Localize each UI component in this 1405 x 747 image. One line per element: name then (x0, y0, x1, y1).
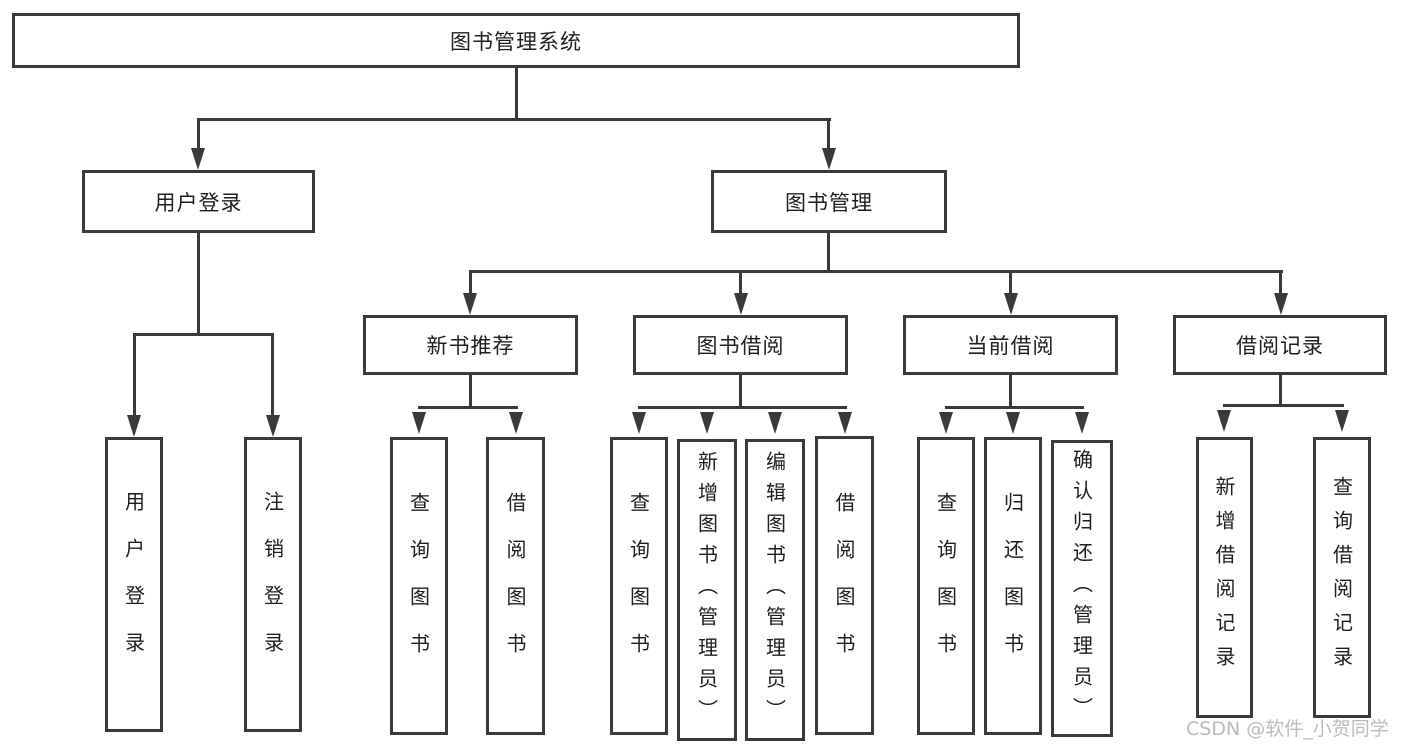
arrowhead-leaf-borrow-books-1 (509, 412, 523, 434)
connector-drop-leaf-logout (271, 333, 274, 416)
connector-root-stem (515, 68, 518, 120)
connector-book-borrowing-split (638, 406, 847, 409)
arrowhead-leaf-return-books (1006, 412, 1020, 434)
node-current-borrowing: 当前借阅 (903, 315, 1118, 375)
leaf-borrow-books-2: 借阅图书 (815, 436, 874, 735)
arrowhead-leaf-confirm-return (1075, 412, 1089, 434)
leaf-add-borrow-record: 新增借阅记录 (1196, 437, 1253, 718)
connector-drop-book-borrowing (739, 270, 742, 295)
leaf-borrow-books-1-label: 借阅图书 (503, 492, 527, 680)
connector-new-book-stem (469, 375, 472, 408)
connector-borrowing-records-split (1223, 404, 1344, 407)
connector-drop-new-book-recommend (469, 270, 472, 295)
connector-drop-leaf-user-login (133, 333, 136, 416)
connector-root-split (197, 118, 831, 121)
leaf-return-books-label: 归还图书 (1000, 492, 1025, 680)
leaf-confirm-return-admin-label: 确认归还（管理员） (1069, 449, 1094, 728)
leaf-query-borrow-record: 查询借阅记录 (1313, 437, 1371, 718)
leaf-add-books-admin-label: 新增图书（管理员） (694, 450, 719, 730)
node-book-management: 图书管理 (711, 170, 947, 233)
leaf-confirm-return-admin: 确认归还（管理员） (1051, 440, 1113, 737)
leaf-query-books-3: 查询图书 (917, 437, 975, 735)
arrowhead-leaf-query-books-1 (412, 412, 426, 434)
arrowhead-leaf-query-books-2 (632, 412, 646, 434)
arrowhead-leaf-query-borrow-record (1335, 410, 1349, 432)
leaf-add-borrow-record-label: 新增借阅记录 (1212, 475, 1236, 680)
arrowhead-user-login (191, 148, 205, 170)
arrowhead-borrowing-records (1274, 293, 1288, 315)
connector-user-login-stem (197, 233, 200, 335)
node-borrowing-records-label: 借阅记录 (1236, 334, 1324, 358)
arrowhead-current-borrowing (1004, 293, 1018, 315)
node-book-borrowing-label: 图书借阅 (696, 334, 785, 358)
node-borrowing-records: 借阅记录 (1173, 315, 1387, 375)
leaf-query-books-2-label: 查询图书 (626, 492, 651, 680)
leaf-logout: 注销登录 (244, 437, 302, 732)
leaf-logout-label: 注销登录 (260, 490, 285, 679)
connector-borrowing-records-stem (1279, 375, 1282, 406)
node-book-management-label: 图书管理 (785, 190, 873, 215)
arrowhead-book-borrowing (734, 293, 748, 315)
node-new-book-recommend: 新书推荐 (363, 315, 578, 375)
node-root: 图书管理系统 (12, 13, 1020, 68)
leaf-user-login: 用户登录 (105, 437, 163, 732)
arrowhead-leaf-edit-books-admin (768, 412, 782, 434)
connector-book-management-stem (827, 233, 830, 272)
arrowhead-leaf-add-borrow-record (1217, 410, 1231, 432)
leaf-query-books-1: 查询图书 (390, 437, 448, 735)
leaf-borrow-books-1: 借阅图书 (486, 437, 545, 735)
connector-drop-user-login (197, 118, 200, 150)
leaf-borrow-books-2-label: 借阅图书 (832, 491, 856, 680)
arrowhead-leaf-add-books-admin (700, 412, 714, 434)
node-new-book-recommend-label: 新书推荐 (426, 334, 515, 358)
connector-book-borrowing-stem (739, 375, 742, 408)
leaf-edit-books-admin: 编辑图书（管理员） (745, 439, 805, 741)
node-book-borrowing: 图书借阅 (633, 315, 848, 375)
connector-drop-current-borrowing (1009, 270, 1012, 295)
arrowhead-new-book-recommend (463, 293, 477, 315)
arrowhead-leaf-user-login (127, 415, 141, 437)
arrowhead-leaf-query-books-3 (939, 412, 953, 434)
arrowhead-leaf-borrow-books-2 (838, 412, 852, 434)
leaf-edit-books-admin-label: 编辑图书（管理员） (762, 450, 787, 730)
connector-new-book-split (418, 406, 518, 409)
connector-current-borrowing-stem (1009, 375, 1012, 408)
connector-current-borrowing-split (945, 406, 1084, 409)
leaf-query-books-3-label: 查询图书 (933, 492, 958, 680)
leaf-user-login-label: 用户登录 (121, 490, 146, 679)
node-user-login-label: 用户登录 (154, 190, 243, 215)
leaf-query-borrow-record-label: 查询借阅记录 (1329, 475, 1354, 680)
leaf-return-books: 归还图书 (984, 437, 1042, 735)
connector-book-management-split (469, 270, 1283, 273)
arrowhead-leaf-logout (266, 415, 280, 437)
connector-drop-book-management (827, 118, 830, 150)
csdn-watermark: CSDN @软件_小贺同学 (1186, 718, 1389, 740)
leaf-query-books-1-label: 查询图书 (406, 492, 431, 680)
leaf-query-books-2: 查询图书 (610, 437, 668, 735)
connector-user-login-split (133, 333, 274, 336)
connector-drop-borrowing-records (1279, 270, 1282, 295)
arrowhead-book-management (822, 148, 836, 170)
leaf-add-books-admin: 新增图书（管理员） (677, 439, 737, 741)
node-root-label: 图书管理系统 (450, 29, 582, 54)
node-user-login: 用户登录 (82, 170, 315, 233)
node-current-borrowing-label: 当前借阅 (966, 334, 1055, 358)
